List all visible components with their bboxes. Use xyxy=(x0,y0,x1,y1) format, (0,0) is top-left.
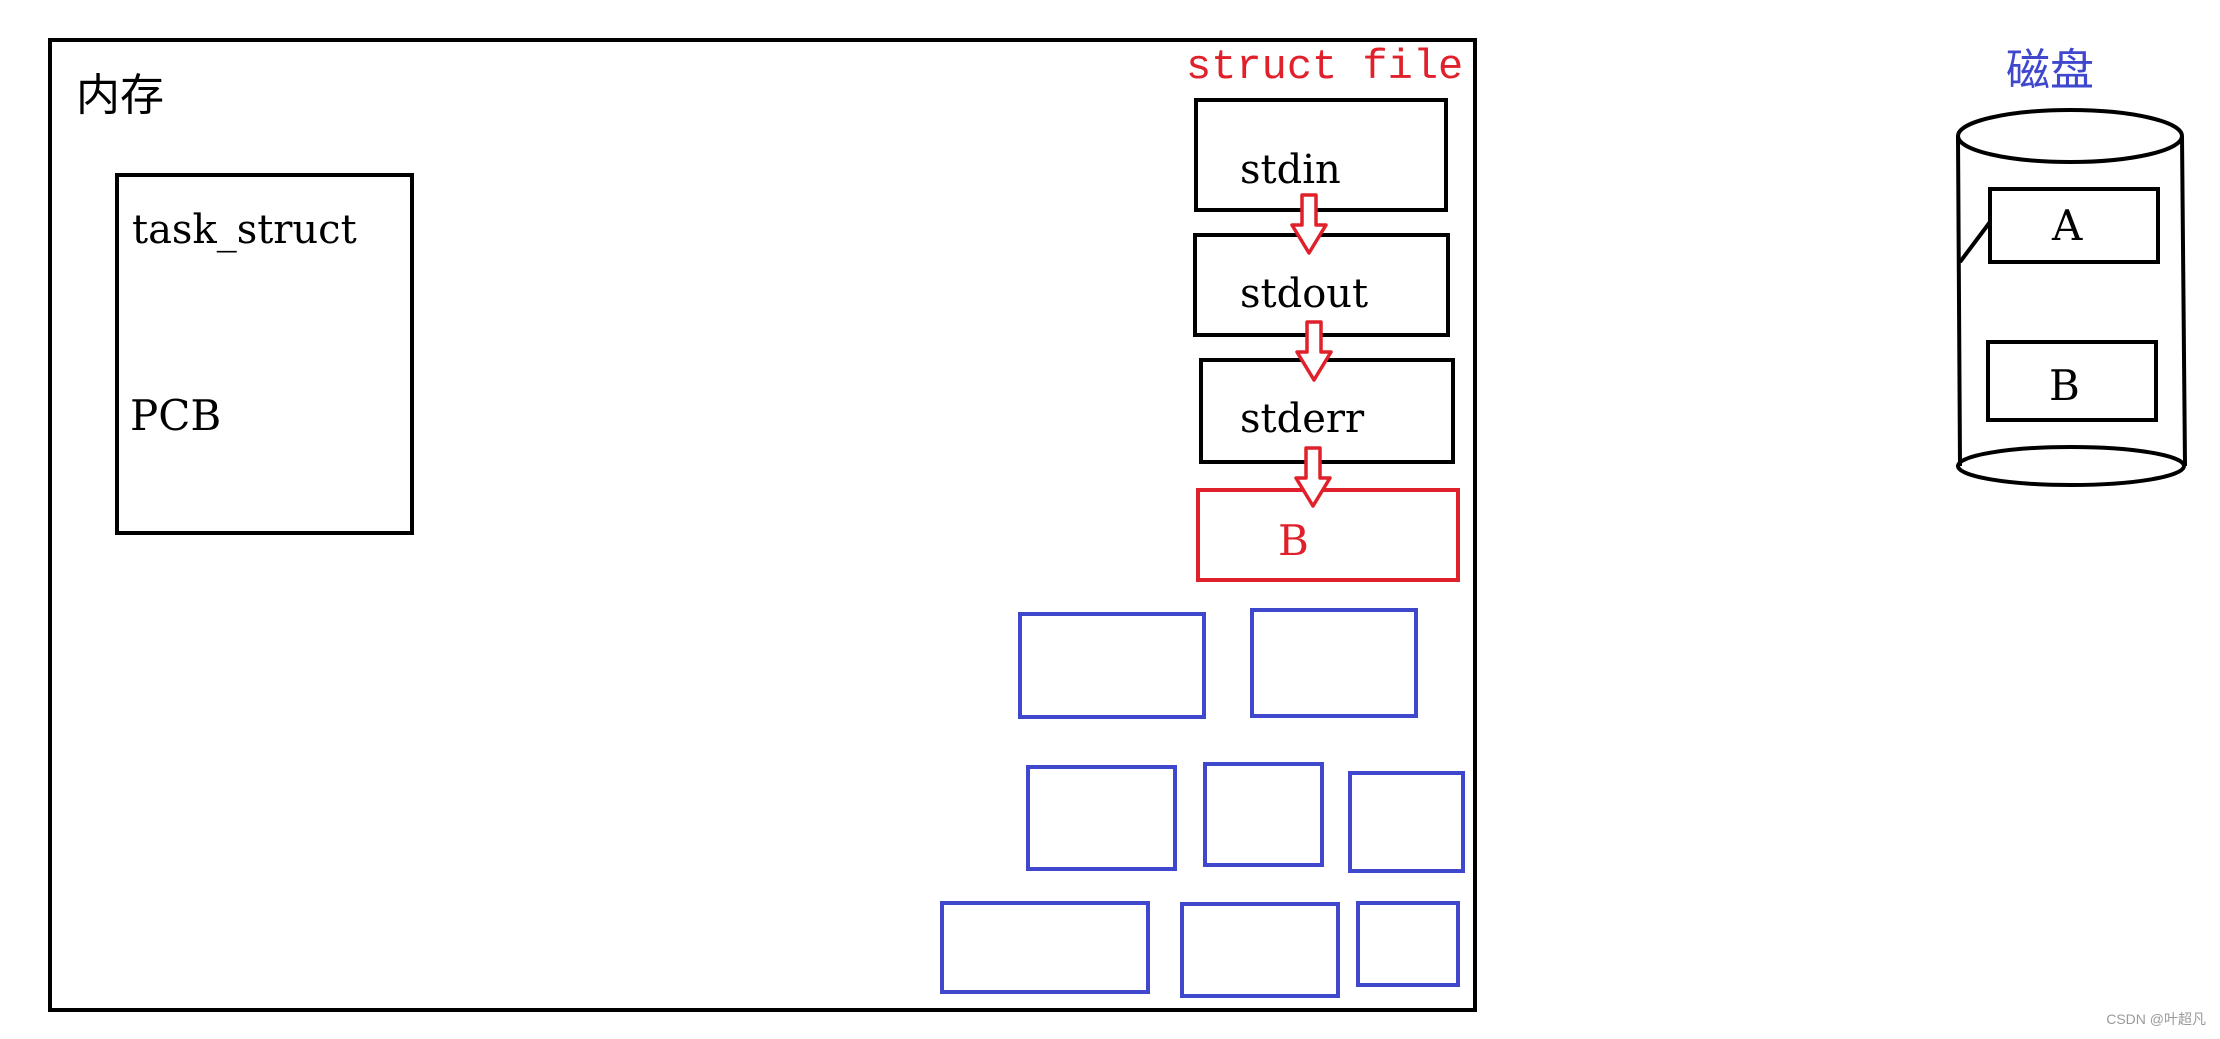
disk-file-a-connector xyxy=(1958,220,1992,264)
buffer-block xyxy=(1356,901,1460,987)
new-file-label: B xyxy=(1278,516,1309,565)
new-file-box xyxy=(1196,488,1460,582)
buffer-block xyxy=(1180,902,1340,998)
stdin-label: stdin xyxy=(1240,147,1341,193)
arrow-stdin-to-stdout xyxy=(1290,193,1328,255)
pcb-box xyxy=(115,173,414,535)
memory-region xyxy=(48,38,1477,1012)
arrow-stdout-to-stderr xyxy=(1295,320,1333,382)
disk-cylinder-right xyxy=(2180,135,2187,467)
disk-file-b-box xyxy=(1986,340,2158,422)
disk-label: 磁盘 xyxy=(2006,46,2094,95)
disk-cylinder-bottom xyxy=(1956,445,2186,487)
task-struct-label: task_struct xyxy=(132,207,357,253)
stdin-box xyxy=(1194,98,1448,212)
stdout-label: stdout xyxy=(1240,271,1368,317)
buffer-block xyxy=(1203,762,1324,867)
disk-file-a-label: A xyxy=(2051,201,2083,250)
struct-file-label: struct file xyxy=(1186,43,1463,91)
buffer-block xyxy=(1250,608,1418,718)
memory-label: 内存 xyxy=(76,71,164,120)
arrow-stderr-to-new-file xyxy=(1294,446,1332,508)
disk-file-a-box xyxy=(1988,187,2160,264)
disk-cylinder-top xyxy=(1956,108,2184,164)
stderr-label: stderr xyxy=(1240,396,1365,442)
buffer-block xyxy=(1348,771,1465,873)
buffer-block xyxy=(1018,612,1206,719)
pcb-label: PCB xyxy=(130,391,221,440)
buffer-block xyxy=(940,901,1150,994)
buffer-block xyxy=(1026,765,1177,871)
watermark: CSDN @叶超凡 xyxy=(2106,1011,2206,1027)
disk-file-b-label: B xyxy=(2049,361,2080,410)
disk-cylinder-left xyxy=(1956,135,1962,467)
